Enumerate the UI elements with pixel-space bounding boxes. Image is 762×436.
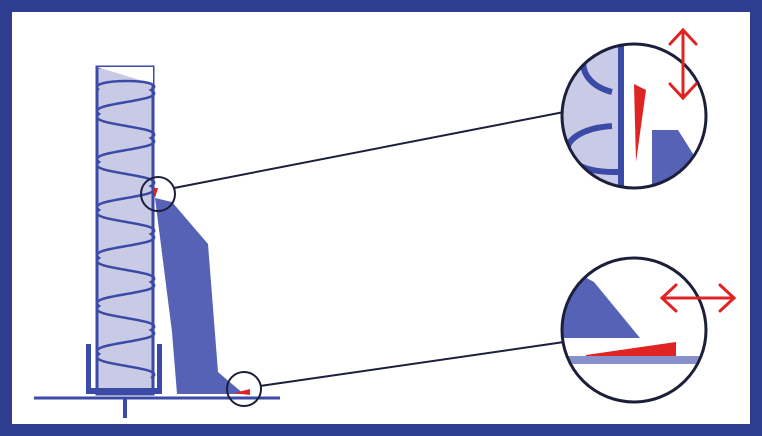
column-coil — [95, 79, 156, 380]
diagram-svg — [34, 27, 737, 418]
blade-body — [155, 198, 244, 394]
diagram-canvas — [12, 12, 750, 424]
magnified-view-bottom — [560, 256, 708, 404]
connector-top — [173, 111, 565, 189]
vertical-double-arrow-icon — [668, 27, 698, 101]
zoom-source-top — [140, 176, 176, 212]
contact-marker-top — [153, 188, 158, 198]
contact-marker-bottom — [234, 389, 250, 395]
zoom-source-bottom — [226, 371, 262, 407]
connector-bottom — [259, 341, 565, 387]
horizontal-double-arrow-icon — [659, 283, 737, 313]
column-base-cup — [86, 344, 162, 394]
column-tube — [95, 65, 156, 396]
